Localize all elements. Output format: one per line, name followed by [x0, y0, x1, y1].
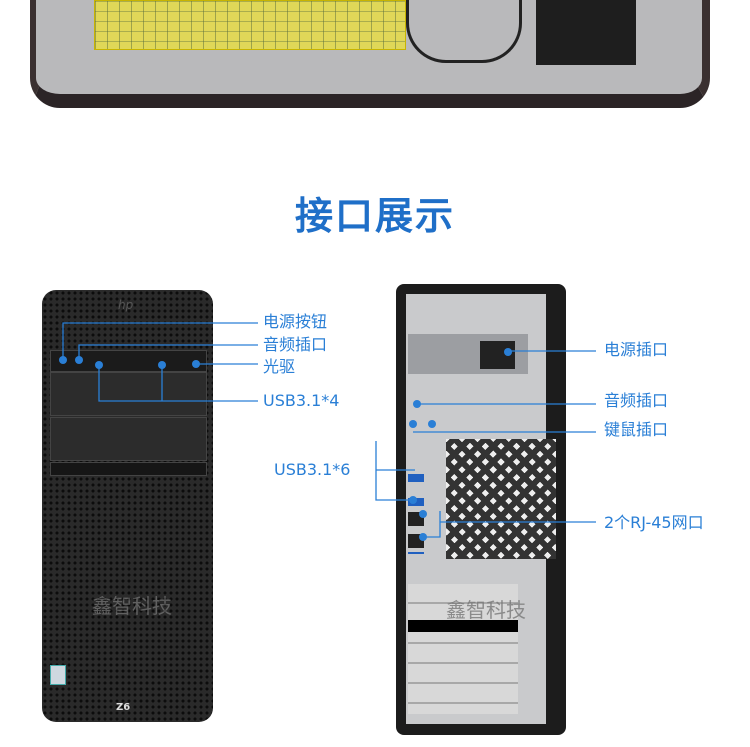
- dot: [192, 360, 200, 368]
- label-rear-audio: 音频插口: [604, 391, 669, 410]
- drive-bay-2: [50, 417, 207, 461]
- drive-bay-1: [50, 372, 207, 416]
- dot: [419, 533, 427, 541]
- section-title: 接口展示: [294, 194, 455, 238]
- dot: [413, 400, 421, 408]
- front-io-panel: [50, 350, 207, 372]
- dot: [95, 361, 103, 369]
- label-optical-drive: 光驱: [263, 357, 296, 376]
- motherboard-highlight: [94, 0, 406, 50]
- dot: [59, 356, 67, 364]
- line-front-usb: [98, 365, 258, 402]
- line-rj45: [425, 511, 596, 538]
- hp-logo: hp: [118, 298, 134, 312]
- front-tower-photo: hp 鑫智科技 Z6: [42, 290, 213, 722]
- dot: [158, 361, 166, 369]
- optical-slot: [50, 462, 207, 476]
- watermark-rear: 鑫智科技: [446, 598, 526, 622]
- expansion-slot-open: [408, 620, 518, 632]
- dot: [504, 348, 512, 356]
- expansion-slots: [408, 584, 518, 714]
- watermark-front: 鑫智科技: [92, 594, 172, 618]
- label-rear-usb: USB3.1*6: [274, 460, 351, 479]
- line-rear-usb: [375, 441, 415, 501]
- drive-bay: [536, 0, 636, 65]
- label-ps2: 键鼠插口: [604, 420, 669, 439]
- model-badge: Z6: [116, 702, 131, 713]
- label-rj45: 2个RJ-45网口: [604, 513, 704, 532]
- label-power-button: 电源按钮: [263, 312, 328, 331]
- line-power-button: [62, 322, 258, 360]
- line-front-audio: [78, 344, 258, 359]
- rj45-ports: [408, 512, 424, 552]
- label-power-socket: 电源插口: [604, 340, 669, 359]
- cable-bundle: [406, 0, 522, 63]
- dot: [75, 356, 83, 364]
- dot: [409, 420, 417, 428]
- rear-tower-photo: 鑫智科技: [396, 284, 566, 735]
- chassis-interior-photo: [30, 0, 710, 108]
- fan-grille: [446, 439, 556, 559]
- dot: [419, 510, 427, 518]
- intel-sticker: [50, 665, 66, 685]
- label-front-usb: USB3.1*4: [263, 391, 340, 410]
- dot: [428, 420, 436, 428]
- label-front-audio: 音频插口: [263, 335, 328, 354]
- dot: [409, 496, 417, 504]
